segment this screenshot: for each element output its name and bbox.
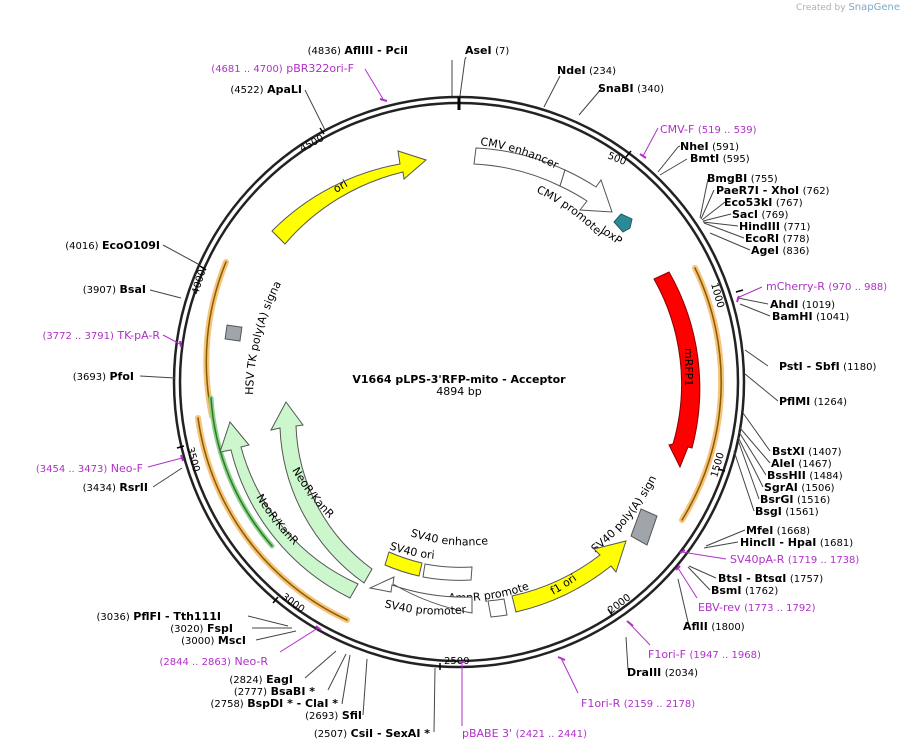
site-label-mscI: (3000) MscI: [181, 634, 246, 647]
tick-label-2500: 2500: [444, 656, 469, 667]
credit-prefix: Created by: [796, 3, 846, 13]
tick-label-500: 500: [606, 151, 628, 168]
site-label-mfeI: MfeI (1668): [746, 524, 810, 537]
primer-label-tk-pa-r: (3772 .. 3791) TK-pA-R: [42, 329, 160, 342]
tick-marks: [176, 127, 744, 670]
feature-sv40-promoter: SV40 promoter: [368, 576, 473, 618]
feature-f1-ori: f1 ori: [511, 540, 627, 613]
tick-label-4500: 4500: [298, 133, 326, 155]
feature-neor-kanr-inner: NeoR/KanR: [270, 401, 373, 584]
site-label-bmtI: BmtI (595): [690, 152, 750, 165]
site-label-aflII: AflII (1800): [683, 620, 745, 633]
primer-bands: [195, 259, 725, 623]
site-label-eagI: (2824) EagI: [229, 673, 293, 686]
site-label-eco53kI: Eco53kI (767): [724, 196, 803, 209]
plasmid-size: 4894 bp: [436, 385, 481, 398]
feature-ori: ori: [271, 150, 428, 245]
primer-label-f1ori-f: F1ori-F (1947 .. 1968): [648, 648, 761, 661]
site-label-ageI: AgeI (836): [751, 244, 809, 257]
site-label-ecoRI: EcoRI (778): [745, 232, 810, 245]
site-label-pflMI: PflMI (1264): [779, 395, 847, 408]
site-label-sgrAI: SgrAI (1506): [764, 481, 835, 494]
site-label-hindIII: HindIII (771): [739, 220, 810, 233]
primer-label-pbabe-3: pBABE 3' (2421 .. 2441): [462, 727, 587, 740]
site-label-aleI: AleI (1467): [771, 457, 832, 470]
site-label-aseI: AseI (7): [465, 44, 509, 57]
site-label-ahdI: AhdI (1019): [770, 298, 835, 311]
site-leaders: [139, 56, 779, 733]
snapgene-credit: Created by SnapGene: [796, 2, 900, 13]
site-label-pstI-sbfI: PstI - SbfI (1180): [779, 360, 877, 373]
site-label-pflFI-tth111I: (3036) PflFI - Tth111I: [97, 610, 221, 623]
site-label-bsaI: (3907) BsaI: [83, 283, 146, 296]
site-label-bssHII: BssHII (1484): [767, 469, 843, 482]
site-label-pfoI: (3693) PfoI: [73, 370, 134, 383]
snapgene-logo: SnapGene: [848, 2, 900, 13]
primer-label-cmv-f: CMV-F (519 .. 539): [660, 123, 757, 136]
site-label-hincII-hpaI: HincII - HpaI (1681): [740, 536, 853, 549]
site-label-ecoO109I: (4016) EcoO109I: [65, 239, 160, 252]
site-label-csiI-sexAI: (2507) CsiI - SexAI *: [314, 727, 430, 740]
primer-label-neo-f: (3454 .. 3473) Neo-F: [36, 462, 143, 475]
feature-cmv-promoter: CMV promoter: [535, 169, 613, 241]
site-label-apaLI: (4522) ApaLI: [230, 83, 302, 96]
site-label-rsrII: (3434) RsrII: [83, 481, 148, 494]
site-label-bspDI-claI: (2758) BspDI * - ClaI *: [210, 697, 338, 710]
label-ori: ori: [331, 177, 350, 195]
site-label-nheI: NheI (591): [680, 140, 739, 153]
primer-label-mcherry-r: mCherry-R (970 .. 988): [766, 280, 887, 293]
site-label-ndeI: NdeI (234): [557, 64, 616, 77]
plasmid-name: V1664 pLPS-3'RFP-mito - Acceptor: [352, 373, 566, 386]
site-label-bstXI: BstXI (1407): [772, 445, 842, 458]
site-label-bmgBI: BmgBI (755): [707, 172, 778, 185]
feature-loxp: loxP: [598, 213, 633, 248]
tick-label-4000: 4000: [190, 268, 208, 296]
site-label-fspI: (3020) FspI: [170, 622, 233, 635]
site-label-bsmI: BsmI (1762): [711, 584, 778, 597]
site-label-draIII: DraIII (2034): [627, 666, 698, 679]
site-label-sacI: SacI (769): [732, 208, 788, 221]
primer-labels: (4681 .. 4700) pBR322ori-F CMV-F (519 ..…: [36, 62, 887, 740]
site-label-sfiI: (2693) SfiI: [305, 709, 362, 722]
tick-labels: 500 1000 1500 2000 2500 3000 3500 4000 4…: [184, 133, 727, 667]
label-mrfp1: mRFP1: [682, 348, 695, 386]
site-label-bsgI: BsgI (1561): [755, 505, 819, 518]
primer-label-pbr322ori-f: (4681 .. 4700) pBR322ori-F: [211, 62, 354, 75]
site-label-snaBI: SnaBI (340): [598, 82, 664, 95]
feature-mrfp1: mRFP1: [653, 271, 701, 469]
primer-label-ebv-rev: EBV-rev (1773 .. 1792): [698, 601, 816, 614]
site-label-bsaBI: (2777) BsaBI *: [234, 685, 315, 698]
primer-label-sv40pa-r: SV40pA-R (1719 .. 1738): [730, 553, 859, 566]
site-label-btsI-btsaI: BtsI - BtsαI (1757): [718, 572, 823, 585]
site-label-paeR7I-xhoI: PaeR7I - XhoI (762): [716, 184, 830, 197]
site-label-bamHI: BamHI (1041): [772, 310, 849, 323]
site-labels: (4836) AflIII - PciI AseI (7) NdeI (234)…: [65, 44, 876, 740]
primer-label-f1ori-r: F1ori-R (2159 .. 2178): [581, 697, 695, 710]
primer-label-neo-r: (2844 .. 2863) Neo-R: [160, 655, 269, 668]
site-label-bsrGI: BsrGI (1516): [760, 493, 830, 506]
site-label-aflIII-pciI: (4836) AflIII - PciI: [308, 44, 408, 57]
feature-cmv-enhancer: CMV enhancer: [473, 135, 566, 187]
primer-leaders: [147, 68, 763, 726]
